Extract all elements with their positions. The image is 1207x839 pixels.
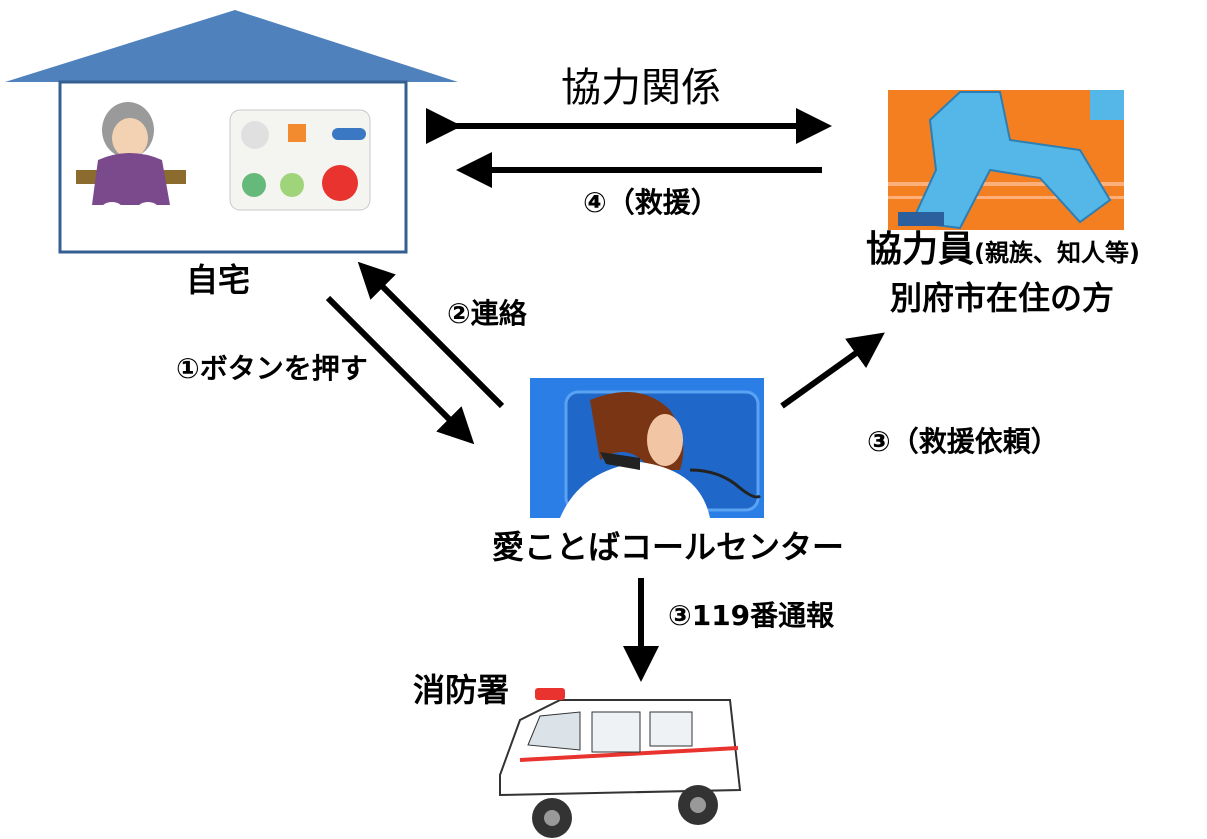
fire-station-label: 消防署: [413, 671, 510, 709]
rescue-label: ④（救援）: [583, 186, 719, 219]
member-resident-label: 別府市在住の方: [890, 279, 1115, 317]
home-label: 自宅: [186, 261, 251, 299]
cooperator-image: [888, 90, 1124, 230]
arrow-press-button: [325, 295, 475, 445]
emergency-device: [229, 109, 371, 211]
home-house: [5, 10, 458, 254]
arrow-contact: [357, 261, 505, 409]
ambulance-image: [499, 688, 742, 838]
arrow-rescue-request: [780, 332, 885, 409]
emergency-call-label: ③119番通報: [668, 599, 835, 632]
call-center-image: [530, 378, 764, 518]
elderly-person-icon: [76, 102, 186, 214]
member-detail-text: (親族、知人等): [974, 239, 1140, 267]
member-main-text: 協力員: [866, 229, 975, 270]
call-center-label: 愛ことばコールセンター: [492, 528, 845, 566]
press-button-label: ①ボタンを押す: [176, 352, 368, 385]
member-label: 協力員(親族、知人等): [866, 232, 1140, 268]
house-roof: [5, 10, 458, 82]
cooperation-label: 協力関係: [561, 65, 721, 111]
rescue-request-label: ③（救援依頼）: [867, 425, 1059, 458]
contact-label: ②連絡: [447, 297, 527, 330]
